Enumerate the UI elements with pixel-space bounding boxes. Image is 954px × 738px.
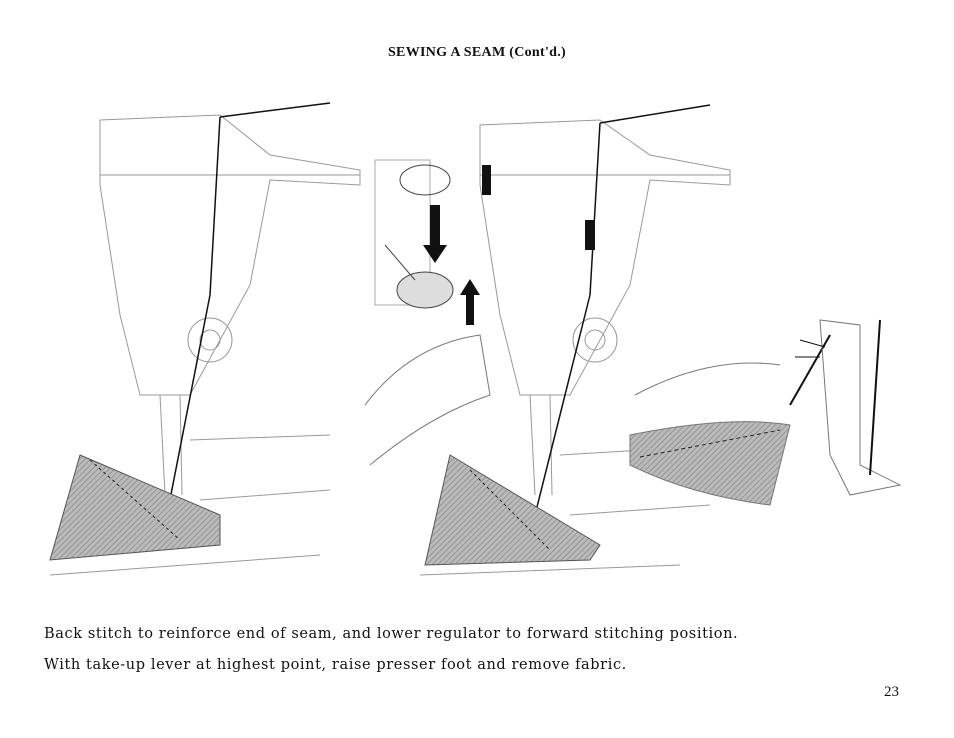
page-title: SEWING A SEAM (Cont'd.): [387, 45, 567, 60]
machine-right-illustration: [419, 104, 731, 576]
arrow-up-icon: [460, 279, 480, 325]
arrow-down-icon: [423, 205, 447, 263]
hand-illustration: [364, 334, 491, 466]
caption-back-stitch: Back stitch to reinforce end of seam, an…: [44, 626, 739, 642]
machine-left-illustration: [49, 102, 361, 576]
caption-remove-fabric: With take-up lever at highest point, rai…: [44, 657, 627, 673]
stitch-regulator-inset: [374, 159, 454, 309]
presser-foot-detail-illustration: [629, 319, 902, 506]
page-number: 23: [884, 684, 899, 700]
sewing-machine-illustrations: [49, 102, 902, 576]
